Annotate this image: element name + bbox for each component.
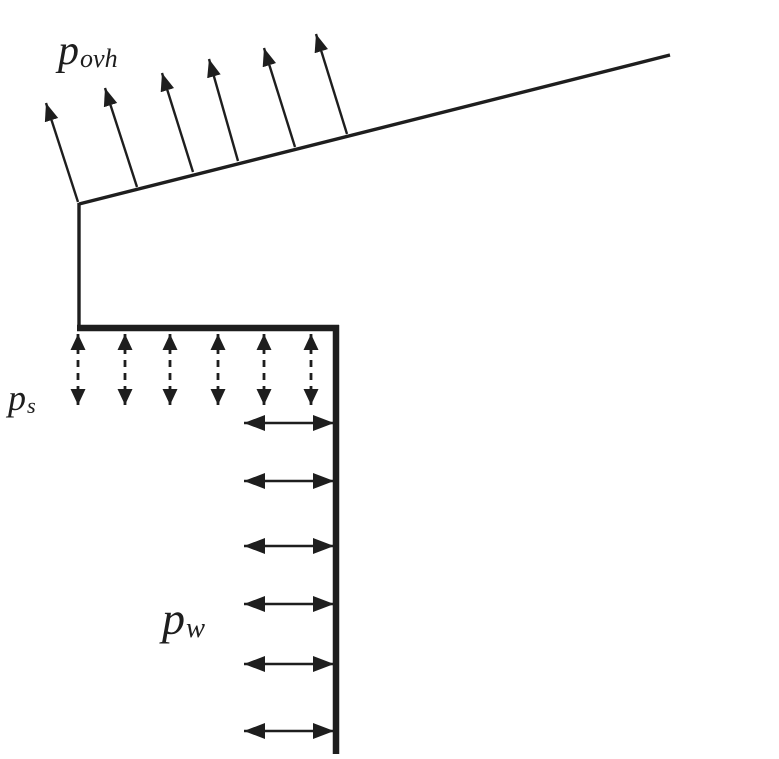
soffit-pressure-subscript: s: [27, 392, 36, 418]
overhang-pressure-label: povh: [58, 30, 118, 72]
building-outline: [77, 53, 671, 754]
overhang-pressure-arrows: [44, 33, 349, 203]
wall-pressure-arrows: [244, 415, 334, 739]
soffit-pressure-arrows: [70, 334, 319, 405]
overhang-pressure-arrow: [103, 87, 139, 188]
overhang-pressure-arrow: [44, 102, 80, 203]
wall-pressure-symbol: p: [162, 593, 185, 644]
soffit-pressure-symbol: p: [8, 378, 26, 418]
overhang-pressure-subscript: ovh: [80, 44, 118, 74]
overhang-pressure-arrow: [314, 33, 349, 135]
overhang-pressure-arrow: [207, 58, 240, 162]
wall-pressure-label: pw: [162, 596, 205, 644]
overhang-pressure-symbol: p: [58, 28, 79, 74]
soffit-pressure-label: ps: [8, 380, 36, 417]
overhang-pressure-arrow: [160, 72, 195, 173]
overhang-pressure-arrow: [262, 47, 297, 148]
roof-line: [78, 53, 671, 206]
wall-pressure-subscript: w: [186, 613, 206, 645]
